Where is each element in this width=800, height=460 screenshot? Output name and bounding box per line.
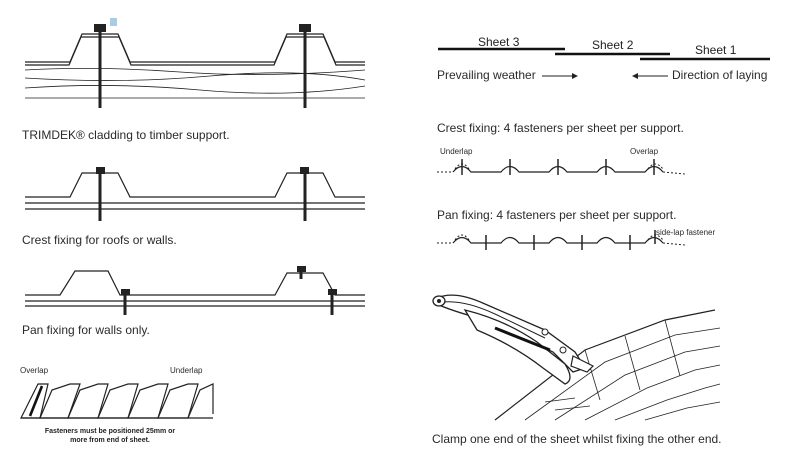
timber-caption: TRIMDEK® cladding to timber support. xyxy=(22,128,230,142)
clamp-pliers-icon xyxy=(432,294,595,385)
screw-icon xyxy=(96,167,105,221)
clamp-illustration xyxy=(432,294,721,421)
crest-roof-caption: Crest fixing for roofs or walls. xyxy=(22,233,177,247)
screw-icon xyxy=(297,266,306,279)
sheet3-label: Sheet 3 xyxy=(478,35,520,49)
marker xyxy=(110,18,117,26)
screw-icon xyxy=(121,289,130,315)
direction-laying-label: Direction of laying xyxy=(672,68,768,82)
pan-fixing-wall-diagram xyxy=(25,266,365,315)
sheet1-label: Sheet 1 xyxy=(695,43,737,57)
crest-underlap-label: Underlap xyxy=(440,147,473,156)
pan-wall-caption: Pan fixing for walls only. xyxy=(22,323,150,337)
timber-support-diagram xyxy=(24,18,366,108)
screw-icon xyxy=(328,289,337,315)
sheet2-label: Sheet 2 xyxy=(592,38,634,52)
crest-fixing-roof-diagram xyxy=(25,167,365,221)
arrow-left-icon xyxy=(632,73,668,79)
profile-note-line2: more from end of sheet. xyxy=(70,437,150,444)
profile-note-line1: Fasteners must be positioned 25mm or xyxy=(44,428,176,435)
profile-perspective-diagram xyxy=(20,383,214,419)
profile-overlap-label: Overlap xyxy=(20,366,49,375)
screw-icon xyxy=(299,24,311,108)
screw-icon xyxy=(94,24,106,108)
profile-note: Fasteners must be positioned 25mm or mor… xyxy=(40,427,180,445)
arrow-right-icon xyxy=(542,73,578,79)
screw-icon xyxy=(300,167,309,221)
crest-fixing-caption: Crest fixing: 4 fasteners per sheet per … xyxy=(437,121,684,135)
laying-sequence-diagram xyxy=(438,47,770,79)
clamp-caption: Clamp one end of the sheet whilst fixing… xyxy=(432,432,722,446)
pan-fixing-diagram xyxy=(437,230,686,250)
crest-fixing-diagram xyxy=(437,159,686,175)
profile-underlap-label: Underlap xyxy=(170,366,203,375)
pan-fixing-caption: Pan fixing: 4 fasteners per sheet per su… xyxy=(437,208,677,222)
sidelap-fastener-label: side-lap fastener xyxy=(656,228,716,237)
crest-overlap-label: Overlap xyxy=(630,147,659,156)
prevailing-weather-label: Prevailing weather xyxy=(437,68,536,82)
